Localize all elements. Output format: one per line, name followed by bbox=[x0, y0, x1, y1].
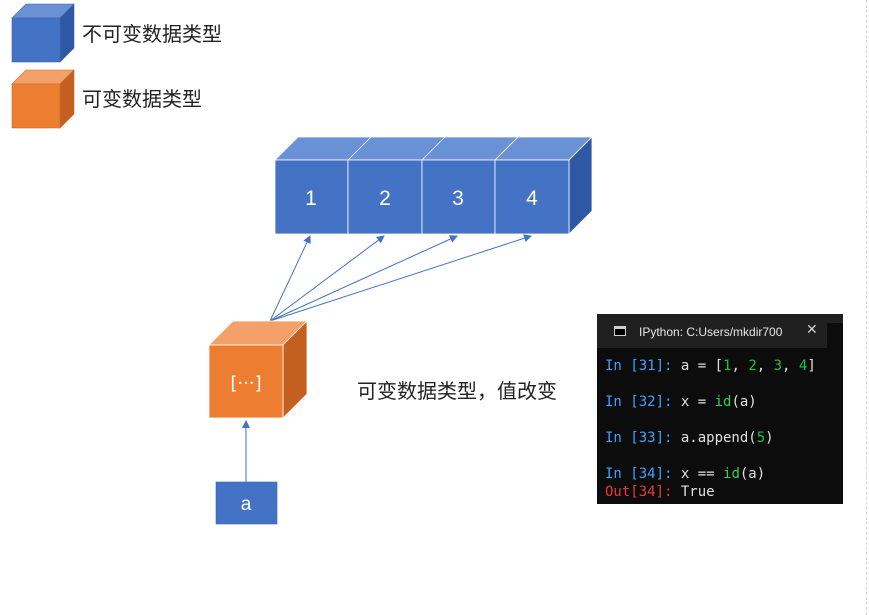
legend-mutable-cube bbox=[11, 69, 75, 129]
output-prompt: Out[34]: bbox=[605, 484, 681, 500]
input-prompt: In [34]: bbox=[605, 466, 681, 482]
terminal-tab-title[interactable]: IPython: C:Users/mkdir700 bbox=[639, 325, 783, 339]
legend-mutable: 可变数据类型 bbox=[11, 69, 202, 129]
cell-box bbox=[347, 159, 423, 235]
code-token: x = bbox=[680, 394, 715, 410]
cell-label: 4 bbox=[526, 187, 538, 210]
arrow-to-cell-1 bbox=[269, 235, 311, 322]
input-prompt: In [32]: bbox=[605, 394, 681, 410]
code-token: a = [ bbox=[680, 358, 724, 374]
code-token: id bbox=[723, 466, 740, 482]
input-prompt: In [33]: bbox=[605, 430, 681, 446]
input-prompt: In [31]: bbox=[605, 358, 681, 374]
code-token: 1 bbox=[723, 358, 732, 374]
terminal-tab-bar: IPython: C:Users/mkdir700 ✕ bbox=[597, 314, 843, 348]
code-token: True bbox=[680, 484, 715, 500]
code-token: 5 bbox=[756, 430, 766, 446]
list-object-cube: [···] bbox=[208, 320, 308, 419]
terminal-line: In [34]: x == id(a) bbox=[605, 465, 765, 483]
page-edge bbox=[866, 0, 867, 615]
variable-box: a bbox=[215, 481, 278, 525]
legend-immutable-label: 不可变数据类型 bbox=[82, 22, 222, 46]
code-token: (a) bbox=[739, 466, 766, 482]
code-token: ] bbox=[807, 358, 816, 374]
code-token: a.append( bbox=[680, 430, 757, 446]
code-token: ) bbox=[765, 430, 774, 446]
arrow-to-cell-4 bbox=[269, 234, 532, 322]
arrow-to-cell-3 bbox=[269, 235, 458, 322]
legend-mutable-label: 可变数据类型 bbox=[82, 87, 202, 111]
cell-box bbox=[494, 159, 570, 235]
list-object-label: [···] bbox=[230, 373, 261, 394]
cells-top-divider bbox=[494, 136, 519, 161]
code-token: 2 bbox=[748, 358, 757, 374]
legend-immutable-cube bbox=[11, 3, 75, 63]
code-token: (a) bbox=[731, 394, 757, 410]
cells-top-divider bbox=[421, 136, 446, 161]
variable-label: a bbox=[241, 494, 252, 515]
code-token: 3 bbox=[773, 358, 783, 374]
code-token: x == bbox=[680, 466, 724, 482]
cell-label: 3 bbox=[452, 187, 464, 210]
cell-box bbox=[421, 159, 496, 235]
terminal-line: In [32]: x = id(a) bbox=[605, 393, 757, 411]
terminal-line: In [31]: a = [1, 2, 3, 4] bbox=[605, 357, 816, 375]
cell-label: 1 bbox=[305, 187, 317, 210]
terminal-app-icon bbox=[614, 326, 626, 336]
terminal-window: IPython: C:Users/mkdir700 ✕ In [31]: a =… bbox=[597, 314, 843, 504]
code-token: , bbox=[731, 358, 749, 374]
cell-box bbox=[274, 159, 349, 235]
code-token: 4 bbox=[798, 358, 808, 374]
terminal-line: Out[34]: True bbox=[605, 483, 715, 501]
code-token: , bbox=[782, 358, 799, 374]
code-token: , bbox=[756, 358, 774, 374]
cell-label: 2 bbox=[379, 187, 391, 210]
terminal-next-tab[interactable] bbox=[827, 323, 843, 348]
reference-arrows bbox=[269, 234, 532, 322]
legend-immutable: 不可变数据类型 bbox=[11, 3, 222, 63]
value-cells: 1 2 3 4 bbox=[274, 136, 593, 235]
close-icon[interactable]: ✕ bbox=[806, 322, 818, 338]
arrow-to-cell-2 bbox=[269, 235, 385, 322]
code-token: id bbox=[714, 394, 732, 410]
cells-top-divider bbox=[347, 136, 372, 161]
terminal-line: In [33]: a.append(5) bbox=[605, 429, 774, 447]
caption: 可变数据类型，值改变 bbox=[357, 379, 557, 403]
